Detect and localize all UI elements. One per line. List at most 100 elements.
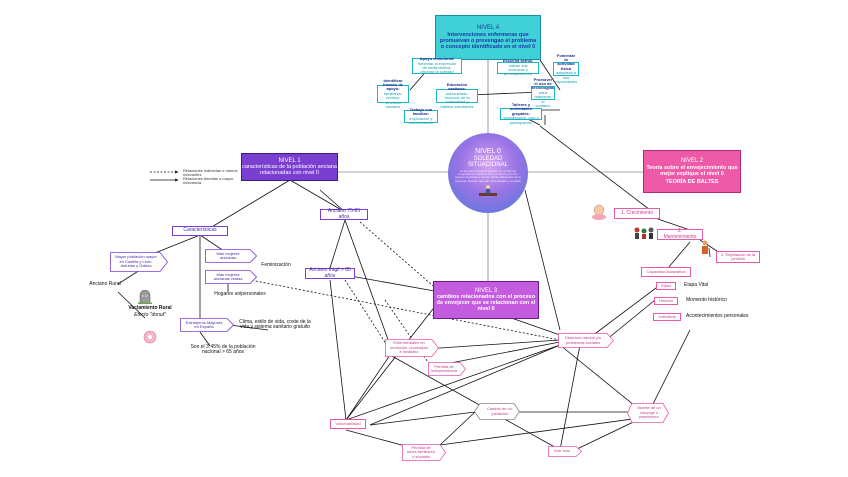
nivel4-item-heading: Educación sanitaria: bbox=[446, 81, 468, 92]
tag-edad[interactable]: Edad bbox=[656, 282, 676, 290]
mujeres-viudas-node[interactable]: Más mujeres ancianas viudas bbox=[205, 270, 257, 284]
tag-historia-desc: Momento histórico bbox=[686, 297, 727, 304]
dependencia-label: Pérdida de independencia bbox=[431, 363, 458, 373]
arrow-tag-shape bbox=[385, 339, 439, 357]
cambio-rol-node[interactable]: Cambio de rol: jubilación bbox=[474, 403, 520, 420]
arrow-tag-shape bbox=[548, 446, 582, 457]
vivir-solo-node[interactable]: Vivir solo bbox=[548, 446, 582, 457]
vulnerabilidad-node[interactable]: Vulnerabilidad bbox=[330, 419, 366, 429]
nivel4-item-text: implicación y comunicación bbox=[408, 115, 434, 125]
nivel1-box[interactable]: NIVEL 1 características de la población … bbox=[241, 153, 338, 181]
rip-label: R.I.P bbox=[142, 295, 148, 299]
regulacion-perdida-node[interactable]: 3. Regulación de la pérdida bbox=[716, 251, 760, 263]
nivel4-item-fuentes[interactable]: Identificar fuentes de apoyo: familiares… bbox=[377, 78, 409, 109]
arrow-tag-shape bbox=[110, 252, 168, 272]
deterioro-node[interactable]: Deterioro mental y/o problemas sociales bbox=[558, 333, 614, 348]
mas-mujeres-node[interactable]: Más mujeres ancianas bbox=[205, 249, 257, 263]
feminizacion-label: Feminización bbox=[261, 262, 291, 269]
tag-individual-desc: Acontecimientos personales bbox=[686, 313, 749, 320]
tag-historia[interactable]: Historia bbox=[654, 297, 678, 305]
arrow-tag-shape bbox=[205, 249, 257, 263]
deterioro-label: Deterioro mental y/o problemas sociales bbox=[564, 335, 601, 345]
vivir-solo-label: Vivir solo bbox=[553, 448, 571, 454]
hogares-label: Hogares unipersonales bbox=[214, 291, 266, 298]
nivel4-item-heading: Promover el uso de tecnologías bbox=[531, 76, 555, 91]
nivel3-subtitle: cambios relacionados con el proceso de e… bbox=[436, 294, 536, 313]
nivel4-item-talleres[interactable]: Talleres y actividades grupales: sociali… bbox=[500, 102, 542, 124]
elderly-cane-icon bbox=[702, 240, 711, 258]
muerte-label: Muerte de un cónyuge o parentesco bbox=[637, 405, 661, 420]
nivel0-title: NIVEL 0 bbox=[475, 147, 501, 155]
nivel4-item-text: fomentar la expresión de sentimientos, a… bbox=[417, 60, 457, 75]
nivel0-line2: SITUACIONAL bbox=[467, 162, 508, 169]
nivel4-title: NIVEL 4 bbox=[476, 25, 500, 32]
nivel4-item-heading: Trabajo con familias: bbox=[409, 106, 433, 117]
nivel1-subtitle: características de la población anciana … bbox=[242, 164, 337, 177]
tombstone-icon bbox=[138, 290, 152, 304]
mas-mujeres-label: Más mujeres ancianas bbox=[216, 250, 240, 260]
anciano-75-85-node[interactable]: Anciano 75-85 años bbox=[320, 208, 368, 220]
nivel1-title: NIVEL 1 bbox=[278, 157, 301, 164]
perdida-familiares-label: Pérdida de seres familiares o sociales bbox=[406, 444, 435, 459]
nivel4-item-heading: Fomentar la actividad física bbox=[556, 52, 576, 71]
tag-individual[interactable]: Individual bbox=[653, 313, 681, 321]
arrow-tag-shape bbox=[180, 318, 234, 332]
hexagon-tag-shape bbox=[474, 403, 520, 420]
nivel0-circle[interactable]: NIVEL 0 SOLEDAD SITUACIONAL La persona e… bbox=[448, 133, 528, 213]
legend-dashed-label: Relaciones indirectas o menos relevantes bbox=[183, 168, 238, 178]
arrow-tag-shape bbox=[402, 444, 446, 461]
nivel4-item-heading: Escucha activa: bbox=[502, 58, 534, 64]
nivel2-theory: TEORÍA DE BALTES bbox=[665, 178, 719, 185]
nivel4-item-tecnologias[interactable]: Promover el uso de tecnologías para mant… bbox=[531, 77, 555, 108]
nivel4-item-actividad[interactable]: Fomentar la actividad física adaptada a … bbox=[553, 53, 579, 84]
cambio-rol-label: Cambio de rol: jubilación bbox=[486, 406, 513, 416]
crecimiento-node[interactable]: 1. Crecimiento bbox=[614, 208, 660, 219]
hexagon-tag-shape bbox=[627, 403, 669, 423]
extranjeros-node[interactable]: Extranjeros Mayores en España bbox=[180, 318, 234, 332]
nivel0-desc: La persona enfrenta soledad en un tiempo… bbox=[455, 168, 521, 183]
caracteristicas-node[interactable]: Características bbox=[172, 226, 228, 236]
nivel4-item-familias[interactable]: Trabajo con familias: implicación y comu… bbox=[404, 106, 438, 125]
mujeres-viudas-label: Más mujeres ancianas viudas bbox=[213, 271, 243, 281]
anciano-rural-label: Anciano Rural bbox=[89, 281, 121, 288]
nivel4-item-heading: Apoyo emocional: bbox=[419, 56, 455, 62]
nivel4-subtitle: Intervenciones enfermeras que promuevan … bbox=[439, 31, 537, 50]
mantenimiento-node[interactable]: 2. Mantenimiento bbox=[657, 228, 703, 240]
nivel0-line1: SOLEDAD bbox=[473, 155, 503, 162]
dependencia-node[interactable]: Pérdida de independencia bbox=[428, 362, 466, 376]
nivel4-item-heading: Identificar fuentes de apoyo: bbox=[382, 77, 403, 92]
perdida-familiares-node[interactable]: Pérdida de seres familiares o sociales bbox=[402, 444, 446, 461]
vaciamiento-label: Vaciamiento Rural bbox=[128, 304, 172, 311]
nivel4-item-text: para mantener el contacto bbox=[534, 89, 552, 108]
nivel4-item-educacion[interactable]: Educación sanitaria: autocuidado, recurs… bbox=[436, 82, 478, 108]
arrow-tag-shape bbox=[428, 362, 466, 376]
nivel4-box[interactable]: NIVEL 4 Intervenciones enfermeras que pr… bbox=[435, 15, 541, 60]
muerte-node[interactable]: Muerte de un cónyuge o parentesco bbox=[627, 403, 669, 423]
legend-solid-label: Relaciones directas o mayor relevancia bbox=[183, 176, 234, 186]
enfermedades-node[interactable]: Enfermedades en evolución, cronicidad e … bbox=[385, 339, 439, 357]
donut-icon bbox=[143, 330, 157, 344]
nivel2-box[interactable]: NIVEL 2 Teoría sobre el envejecimiento q… bbox=[643, 150, 741, 193]
porcentaje-label: Son el 3´45% de la población nacional > … bbox=[190, 343, 256, 355]
nivel4-item-text: autocuidado, recursos de la comunidad y … bbox=[440, 90, 474, 109]
family-icon bbox=[634, 227, 654, 239]
nivel4-item-text: socialización, ocio y participación bbox=[503, 115, 539, 125]
mayor-poblacion-node[interactable]: Mayor población mayor en Castilla y León… bbox=[110, 252, 168, 272]
nivel4-item-apoyo[interactable]: Apoyo emocional: fomentar la expresión d… bbox=[412, 56, 462, 75]
tag-edad-desc: Etapa Vital bbox=[684, 282, 709, 289]
nivel3-box[interactable]: NIVEL 3 cambios relacionados con el proc… bbox=[433, 281, 539, 319]
extranjeros-label: Extranjeros Mayores en España bbox=[185, 319, 223, 329]
arrow-tag-shape bbox=[558, 333, 614, 348]
nivel2-subtitle: Teoría sobre el envejecimiento que mejor… bbox=[646, 164, 738, 177]
baby-icon bbox=[592, 204, 606, 220]
nivel4-item-heading: Talleres y actividades grupales: bbox=[510, 102, 532, 116]
arrow-tag-shape bbox=[205, 270, 257, 284]
enfermedades-label: Enfermedades en evolución, cronicidad e … bbox=[390, 340, 428, 355]
clima-label: Clima, estilo de vida, coste de la vida … bbox=[239, 318, 311, 330]
elderly-person-illustration bbox=[479, 185, 497, 197]
capacidad-adaptativa-node[interactable]: Capacidad Adaptativa bbox=[641, 267, 691, 277]
nivel2-title: NIVEL 2 bbox=[680, 158, 704, 165]
efecto-donut-label: Efecto "donut" bbox=[134, 311, 166, 318]
nivel4-item-escucha[interactable]: Escucha activa: validar sus vivencias y … bbox=[497, 58, 539, 76]
anciano-85-node[interactable]: Anciano frágil > 85 años bbox=[305, 267, 355, 279]
